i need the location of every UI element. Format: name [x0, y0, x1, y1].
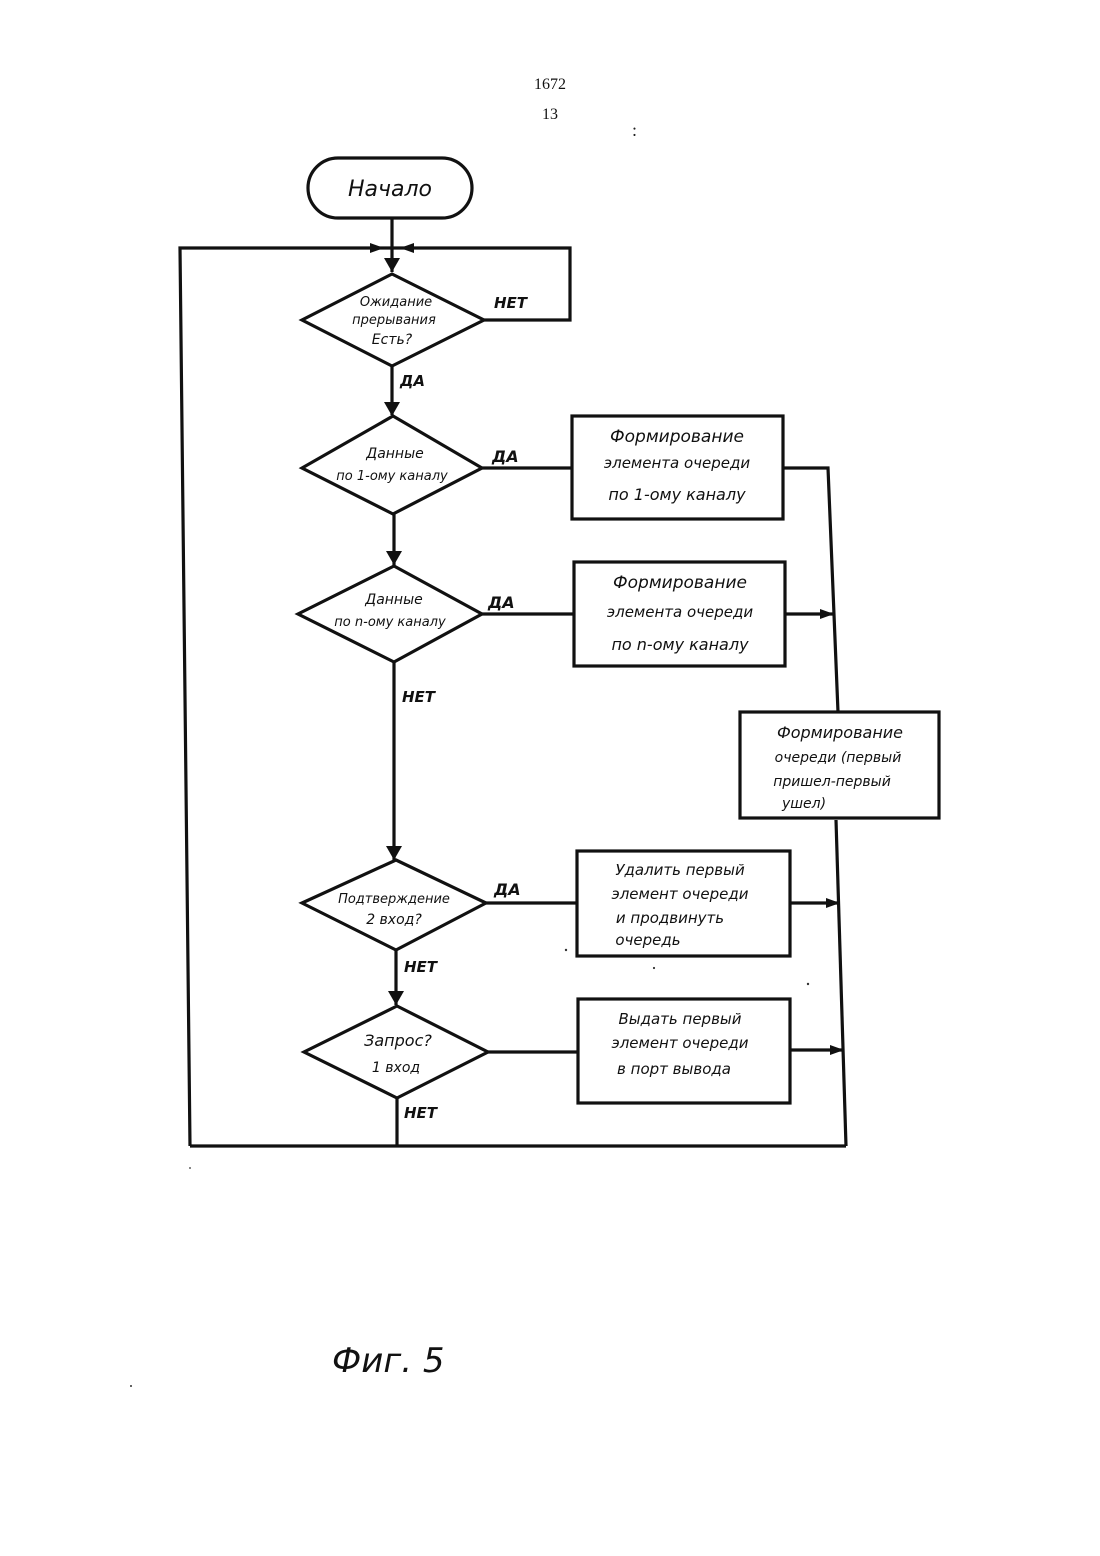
branch-labels: НЕТ ДА ДА ДА НЕТ ДА НЕТ НЕТ: [399, 294, 529, 1122]
decision-wait-interrupt: Ожидание прерывания Есть?: [302, 274, 484, 366]
decision-data-ch1: Данные по 1-ому каналу: [302, 416, 482, 514]
decision-text-line: Есть?: [372, 332, 413, 348]
process-text-line: по n-ому каналу: [611, 635, 749, 654]
decision-text-line: прерывания: [352, 313, 436, 328]
process-text-line: Удалить первый: [615, 861, 745, 879]
decision-request-input1: Запрос? 1 вход: [304, 1006, 488, 1098]
process-text-line: ушел): [781, 796, 826, 812]
process-text-line: элемента очереди: [607, 603, 753, 621]
no-label: НЕТ: [402, 688, 437, 706]
yes-label: ДА: [491, 447, 519, 466]
process-text-line: элемент очереди: [611, 885, 748, 903]
decision-text-line: 2 вход?: [366, 912, 422, 928]
no-label: НЕТ: [404, 958, 439, 976]
process-text-line: очередь: [615, 931, 680, 949]
process-text-line: пришел-первый: [773, 774, 891, 790]
process-text-line: и продвинуть: [616, 909, 724, 927]
decision-text-line: Ожидание: [360, 295, 432, 310]
process-text-line: элемента очереди: [604, 454, 750, 472]
process-form-element-chn: Формирование элемента очереди по n-ому к…: [574, 562, 785, 666]
process-form-element-ch1: Формирование элемента очереди по 1-ому к…: [572, 416, 783, 519]
process-delete-first: Удалить первый элемент очереди и продвин…: [577, 851, 790, 956]
decision-text-line: Запрос?: [364, 1031, 432, 1050]
decision-confirm-input2: Подтверждение 2 вход?: [302, 860, 486, 950]
process-text-line: в порт вывода: [617, 1060, 731, 1078]
figure-caption: Фиг. 5: [332, 1341, 444, 1381]
decision-text-line: Подтверждение: [338, 892, 450, 907]
decision-text-line: Данные: [365, 446, 424, 462]
yes-label: ДА: [487, 593, 515, 612]
no-label: НЕТ: [404, 1104, 439, 1122]
no-label: НЕТ: [494, 294, 529, 312]
start-label: Начало: [348, 177, 432, 202]
decision-text-line: 1 вход: [372, 1060, 420, 1076]
decision-data-chn: Данные по n-ому каналу: [298, 566, 482, 662]
start-terminator: Начало: [308, 158, 472, 218]
process-text-line: Формирование: [613, 573, 747, 593]
decision-text-line: по n-ому каналу: [334, 615, 446, 630]
process-text-line: очереди (первый: [775, 750, 902, 766]
process-text-line: элемент очереди: [611, 1034, 748, 1052]
process-text-line: Выдать первый: [618, 1010, 741, 1028]
decision-text-line: по 1-ому каналу: [336, 469, 448, 484]
process-output-first: Выдать первый элемент очереди в порт выв…: [578, 999, 790, 1103]
process-text-line: по 1-ому каналу: [608, 485, 746, 504]
process-text-line: Формирование: [610, 427, 744, 447]
process-form-queue: Формирование очереди (первый пришел-перв…: [740, 712, 939, 818]
decision-text-line: Данные: [364, 592, 423, 608]
yes-label: ДА: [493, 880, 521, 899]
yes-label: ДА: [399, 372, 425, 390]
process-text-line: Формирование: [777, 723, 903, 742]
